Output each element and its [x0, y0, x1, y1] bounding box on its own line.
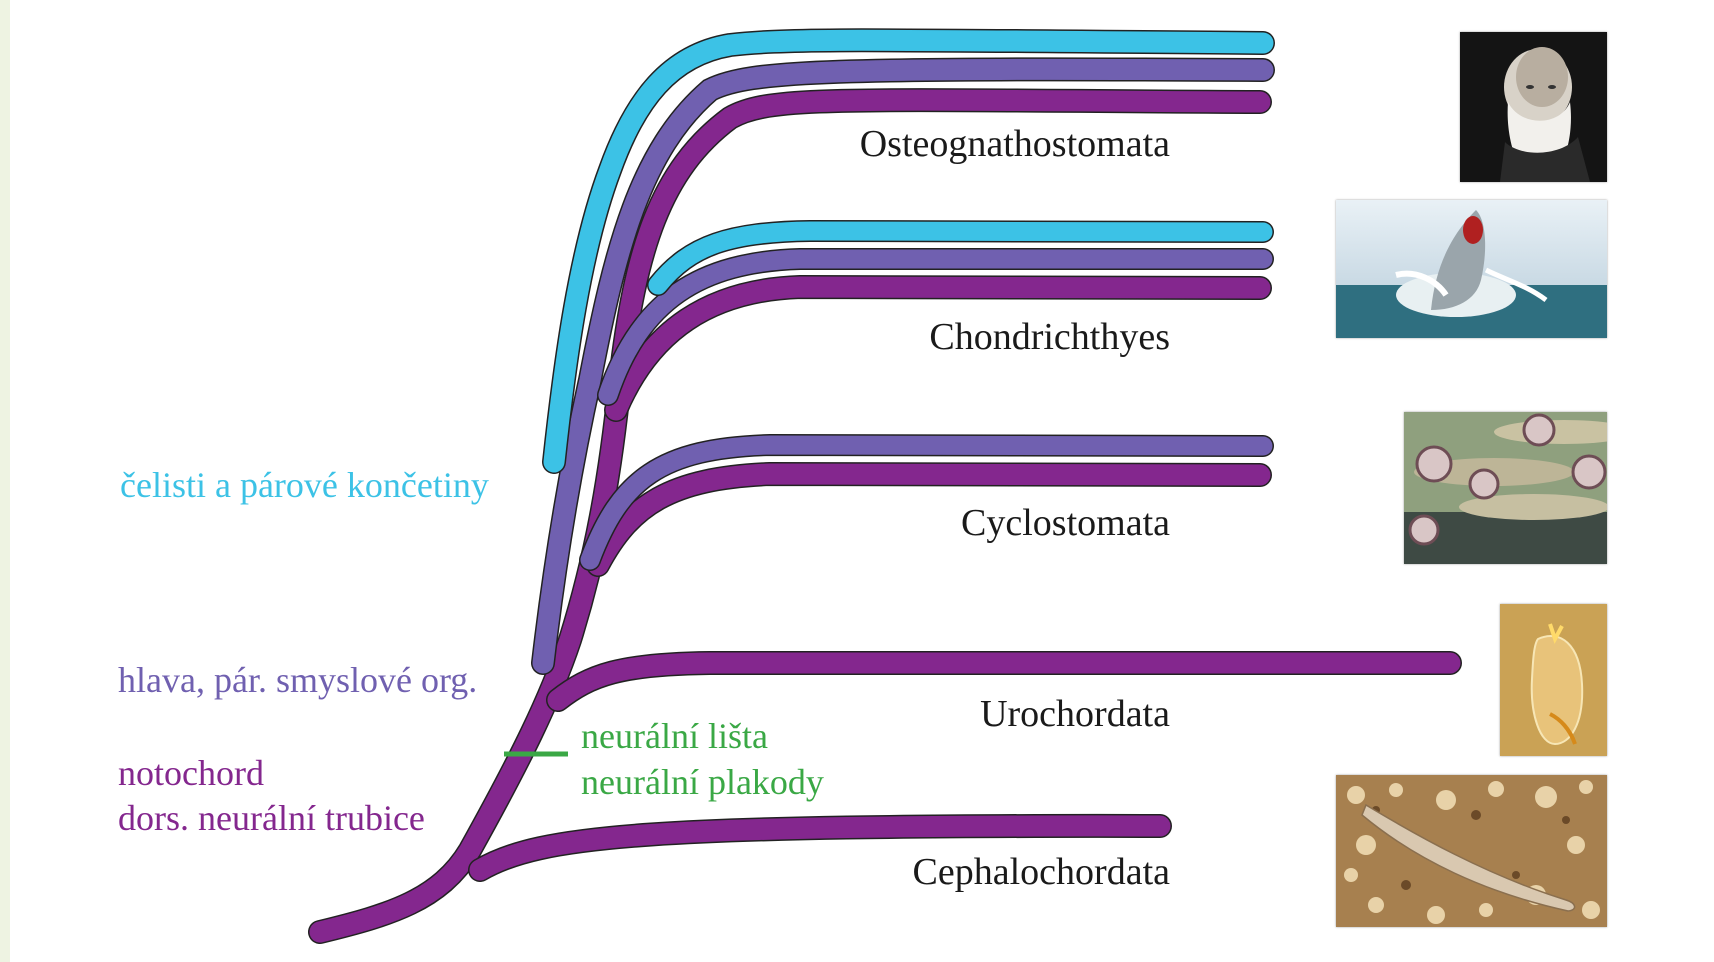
- tunicate-photo: [1500, 604, 1607, 756]
- trait-neural-placodes: neurální plakody: [581, 762, 824, 802]
- portrait-photo: [1460, 32, 1607, 182]
- trait-neural-crest: neurální lišta: [581, 716, 768, 756]
- trait-neural-tube: dors. neurální trubice: [118, 798, 425, 838]
- lancelet-photo: [1336, 775, 1607, 927]
- shark-photo: [1336, 200, 1607, 338]
- lamprey-photo: [1404, 412, 1607, 564]
- label-osteognathostomata: Osteognathostomata: [860, 123, 1170, 165]
- label-cephalochordata: Cephalochordata: [913, 851, 1171, 893]
- label-chondrichthyes: Chondrichthyes: [929, 316, 1170, 358]
- label-urochordata: Urochordata: [980, 693, 1170, 735]
- trait-jaws: čelisti a párové končetiny: [120, 465, 489, 505]
- trait-head: hlava, pár. smyslové org.: [118, 660, 477, 700]
- label-cyclostomata: Cyclostomata: [961, 502, 1170, 544]
- trait-notochord: notochord: [118, 753, 264, 793]
- phylogeny-diagram: Osteognathostomata Chondrichthyes Cyclos…: [10, 0, 1714, 962]
